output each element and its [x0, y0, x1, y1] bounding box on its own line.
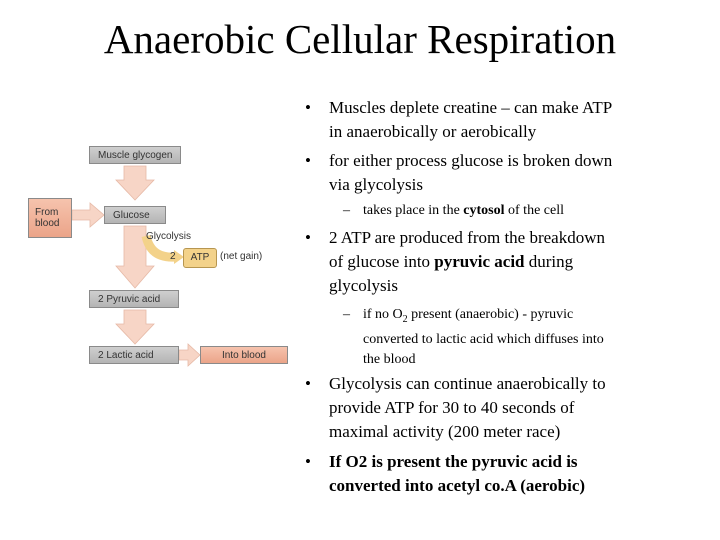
into-blood-box: Into blood: [200, 346, 288, 364]
atp-count-label: 2: [170, 251, 176, 262]
bullet-2-line-1: for either process glucose is broken dow…: [329, 151, 613, 170]
sub-bullet-2-line-2: converted to lactic acid which diffuses …: [363, 331, 604, 347]
sub-bullet-1-text-end: of the cell: [504, 203, 564, 218]
arrow-glycolysis-to-atp: [141, 234, 177, 262]
bullet-4-line-2: provide ATP for 30 to 40 seconds of: [329, 398, 575, 417]
sub-bullet-2: – if no O2 present (anaerobic) - pyruvic…: [343, 305, 604, 370]
bullet-marker: •: [305, 374, 311, 393]
arrow-glycogen-to-glucose: [115, 165, 155, 201]
bullet-1: • Muscles deplete creatine – can make AT…: [305, 96, 612, 144]
glycolysis-label: Glycolysis: [146, 231, 192, 242]
bullet-1-line-1: Muscles deplete creatine – can make ATP: [329, 98, 613, 117]
from-blood-box: From blood: [28, 198, 72, 238]
net-gain-label: (net gain): [220, 251, 263, 262]
bullet-5: • If O2 is present the pyruvic acid is c…: [305, 450, 585, 498]
bullet-5-line-2: converted into acetyl co.A (aerobic): [329, 476, 586, 495]
bullet-4-line-1: Glycolysis can continue anaerobically to: [329, 374, 606, 393]
bullet-4: • Glycolysis can continue anaerobically …: [305, 372, 606, 444]
bullet-marker: •: [305, 151, 311, 170]
bullet-3-line-2: of glucose into: [329, 252, 435, 271]
bullet-3-line-3: glycolysis: [329, 276, 398, 295]
o2-subscript: 2: [402, 313, 408, 325]
bullet-marker: •: [305, 98, 311, 117]
bullet-1-line-2: in anaerobically or aerobically: [329, 122, 537, 141]
bullet-4-line-3: maximal activity (200 meter race): [329, 422, 561, 441]
sub-bullet-marker: –: [343, 307, 350, 322]
bullet-marker: •: [305, 228, 311, 247]
bullet-3-line-2-end: during: [524, 252, 574, 271]
sub-bullet-2-line-1-end: present (anaerobic) - pyruvic: [407, 307, 574, 322]
diagram-arrows: [71, 165, 201, 367]
lactic-acid-box: 2 Lactic acid: [89, 346, 179, 364]
arrow-lactic-to-blood: [178, 343, 201, 367]
pyruvic-acid-box: 2 Pyruvic acid: [89, 290, 179, 308]
glucose-box: Glucose: [104, 206, 166, 224]
sub-bullet-marker: –: [343, 203, 350, 218]
bullet-2-line-2: via glycolysis: [329, 175, 423, 194]
sub-bullet-2-line-1: if no O: [363, 307, 403, 322]
sub-bullet-1-text: takes place in the: [363, 203, 464, 218]
bullet-2: • for either process glucose is broken d…: [305, 149, 612, 197]
bullet-3-line-1: 2 ATP are produced from the breakdown: [329, 228, 606, 247]
sub-bullet-1: – takes place in the cytosol of the cell: [343, 201, 564, 221]
sub-bullet-2-line-3: the blood: [363, 351, 416, 367]
respiration-diagram: From blood Muscle glycogen Glucose Glyco…: [0, 0, 300, 540]
muscle-glycogen-box: Muscle glycogen: [89, 146, 181, 164]
arrow-atp-head: [174, 250, 184, 264]
sub-bullet-1-bold: cytosol: [463, 203, 505, 218]
slide-title: Anaerobic Cellular Respiration: [103, 16, 617, 62]
bullet-marker: •: [305, 452, 311, 471]
bullet-5-line-1: If O2 is present the pyruvic acid is: [329, 452, 578, 471]
arrow-blood-to-glucose: [71, 202, 105, 228]
atp-badge: ATP: [183, 248, 217, 268]
arrow-pyruvic-to-lactic: [115, 309, 155, 345]
bullet-3: • 2 ATP are produced from the breakdown …: [305, 226, 605, 298]
bullet-3-bold: pyruvic acid: [434, 252, 525, 271]
